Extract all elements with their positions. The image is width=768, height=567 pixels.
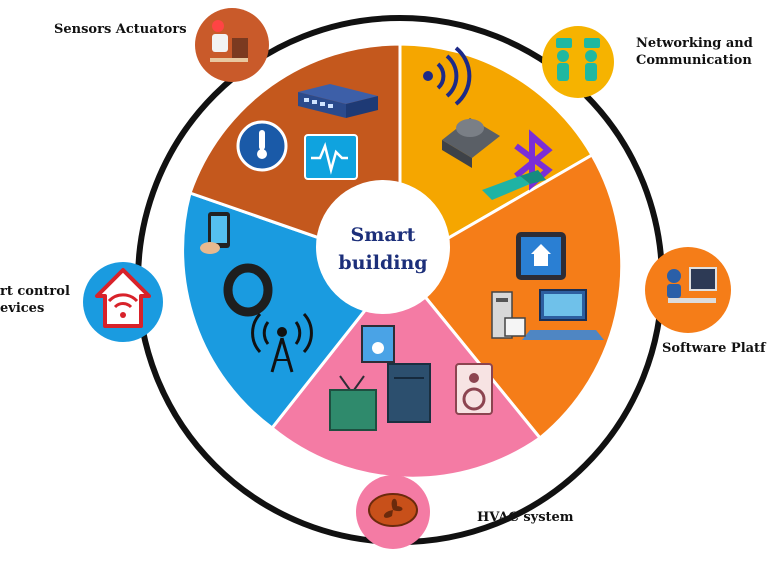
speaker-icon [455,363,493,415]
thermometer-sensor-icon [236,120,288,172]
desktop-computer-icon [522,289,604,340]
person-at-computer-icon [210,20,248,62]
center-title-line1: Smart [351,224,416,246]
network-switch-icon [298,84,378,118]
networking-segment [398,42,595,269]
hvac-node [356,475,430,549]
smartphone-hand-icon [200,212,230,254]
fan-icon [368,493,418,527]
hvac-system-label: HVAC system [477,510,574,525]
smart-control-label-line1: rt control [0,284,70,299]
sensors-node [195,8,269,82]
smart-home-tablet-icon [516,232,566,280]
smart-home-wifi-icon [95,268,151,328]
smart-fridge-icon [387,363,431,423]
developer-workstation-icon [667,267,717,303]
security-camera-icon [361,325,395,363]
pulse-sensor-icon [304,134,358,180]
software-node [645,247,731,333]
center-title-line2: building [338,252,427,274]
television-icon [329,375,377,431]
smart-ring-icon [223,263,273,317]
flow-meter-icon [442,118,500,168]
networking-label-line1: Networking and [636,36,753,51]
server-tower-icon [491,291,526,339]
networking-node [542,26,614,98]
software-platform-label: Software Platf [662,341,766,356]
smart-control-label-line2: evices [0,301,45,316]
center-circle [316,180,450,314]
bluetooth-icon [514,129,553,191]
sensors-actuators-label: Sensors Actuators [54,22,187,37]
networking-label-line2: Communication [636,53,752,68]
people-communicating-icon [556,38,600,81]
control-node [83,262,163,342]
wireless-signal-icon [423,46,472,106]
usb-connector-icon [482,170,546,200]
cell-tower-icon [251,312,313,373]
